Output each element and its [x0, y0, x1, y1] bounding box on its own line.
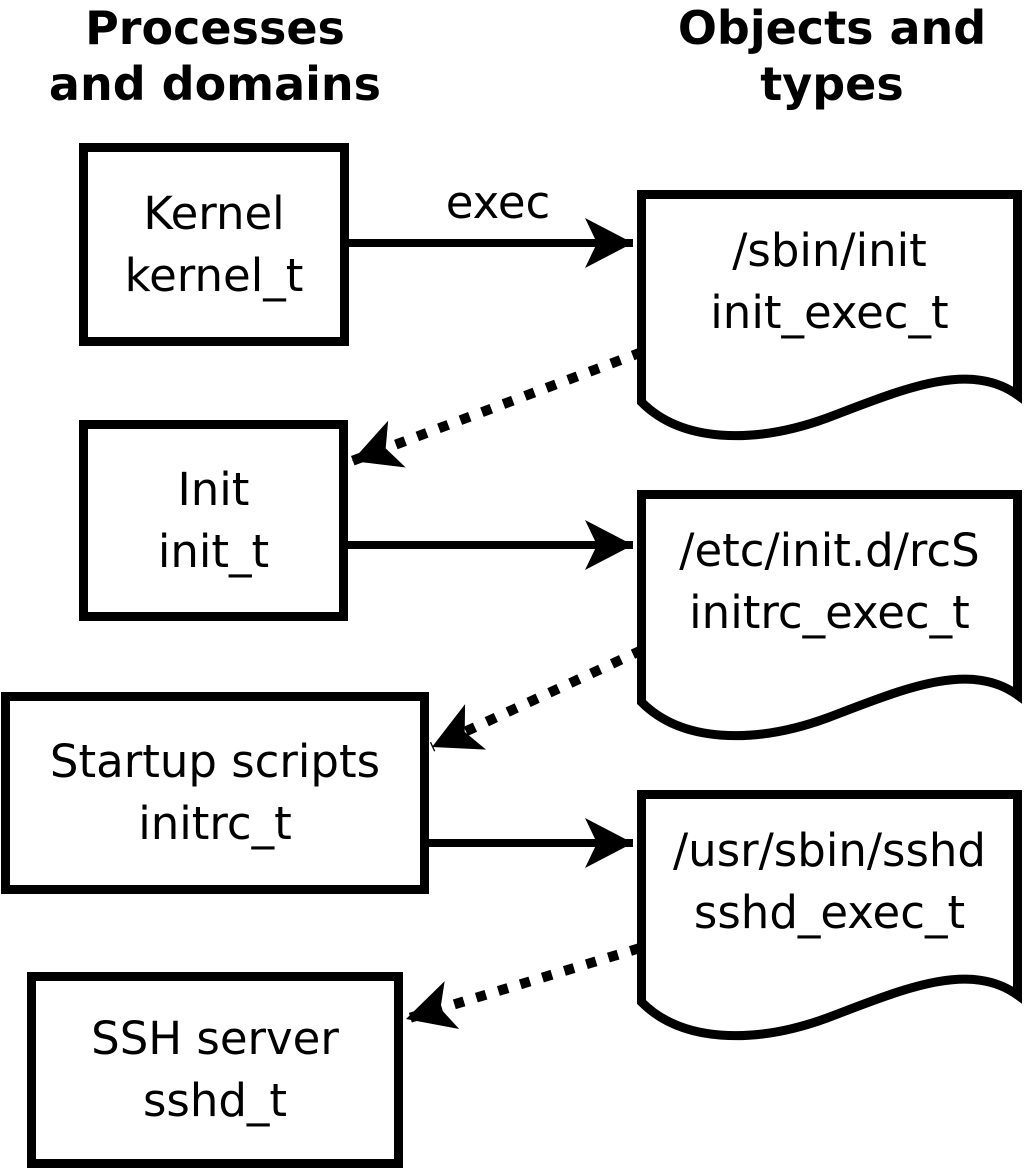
- process-name: SSH server: [91, 1012, 339, 1065]
- document-shape: [637, 790, 1022, 1041]
- object-path: /usr/sbin/sshd: [673, 824, 986, 877]
- process-type: sshd_t: [142, 1074, 288, 1127]
- process-box-startup-scripts: Startup scripts initrc_t: [1, 692, 429, 894]
- process-type: initrc_t: [138, 797, 292, 850]
- document-shape: [637, 190, 1022, 441]
- exec-label: exec: [445, 176, 551, 229]
- process-box-ssh-server: SSH server sshd_t: [27, 972, 403, 1168]
- header-line: Processes: [85, 1, 345, 55]
- process-name: Kernel: [143, 186, 285, 240]
- object-path: /etc/init.d/rcS: [679, 524, 980, 577]
- process-box-kernel: Kernel kernel_t: [79, 143, 349, 346]
- transition-arrow-sshdexec-to-sshd: [404, 943, 642, 1029]
- transition-arrow-sbininit-to-init: [350, 347, 644, 468]
- header-line: Objects and: [677, 1, 987, 55]
- column-header-objects: Objects and types: [640, 0, 1024, 112]
- process-type: kernel_t: [124, 248, 304, 302]
- object-doc-sbin-init: /sbin/init init_exec_t: [637, 190, 1022, 446]
- process-box-init: Init init_t: [79, 420, 348, 621]
- column-header-processes: Processes and domains: [20, 0, 410, 112]
- object-doc-usr-sbin-sshd: /usr/sbin/sshd sshd_exec_t: [637, 790, 1022, 1046]
- object-type: sshd_exec_t: [693, 886, 966, 939]
- object-doc-etc-initd-rcs: /etc/init.d/rcS initrc_exec_t: [637, 490, 1022, 746]
- header-line: types: [760, 57, 904, 111]
- object-type: init_exec_t: [710, 286, 949, 339]
- object-path: /sbin/init: [732, 224, 927, 277]
- object-type: initrc_exec_t: [689, 586, 970, 639]
- document-shape: [637, 490, 1022, 741]
- process-name: Startup scripts: [49, 735, 381, 788]
- transition-arrow-rcs-to-initrc: [429, 645, 645, 752]
- process-type: init_t: [157, 524, 270, 578]
- header-line: and domains: [48, 57, 382, 111]
- process-name: Init: [177, 462, 250, 516]
